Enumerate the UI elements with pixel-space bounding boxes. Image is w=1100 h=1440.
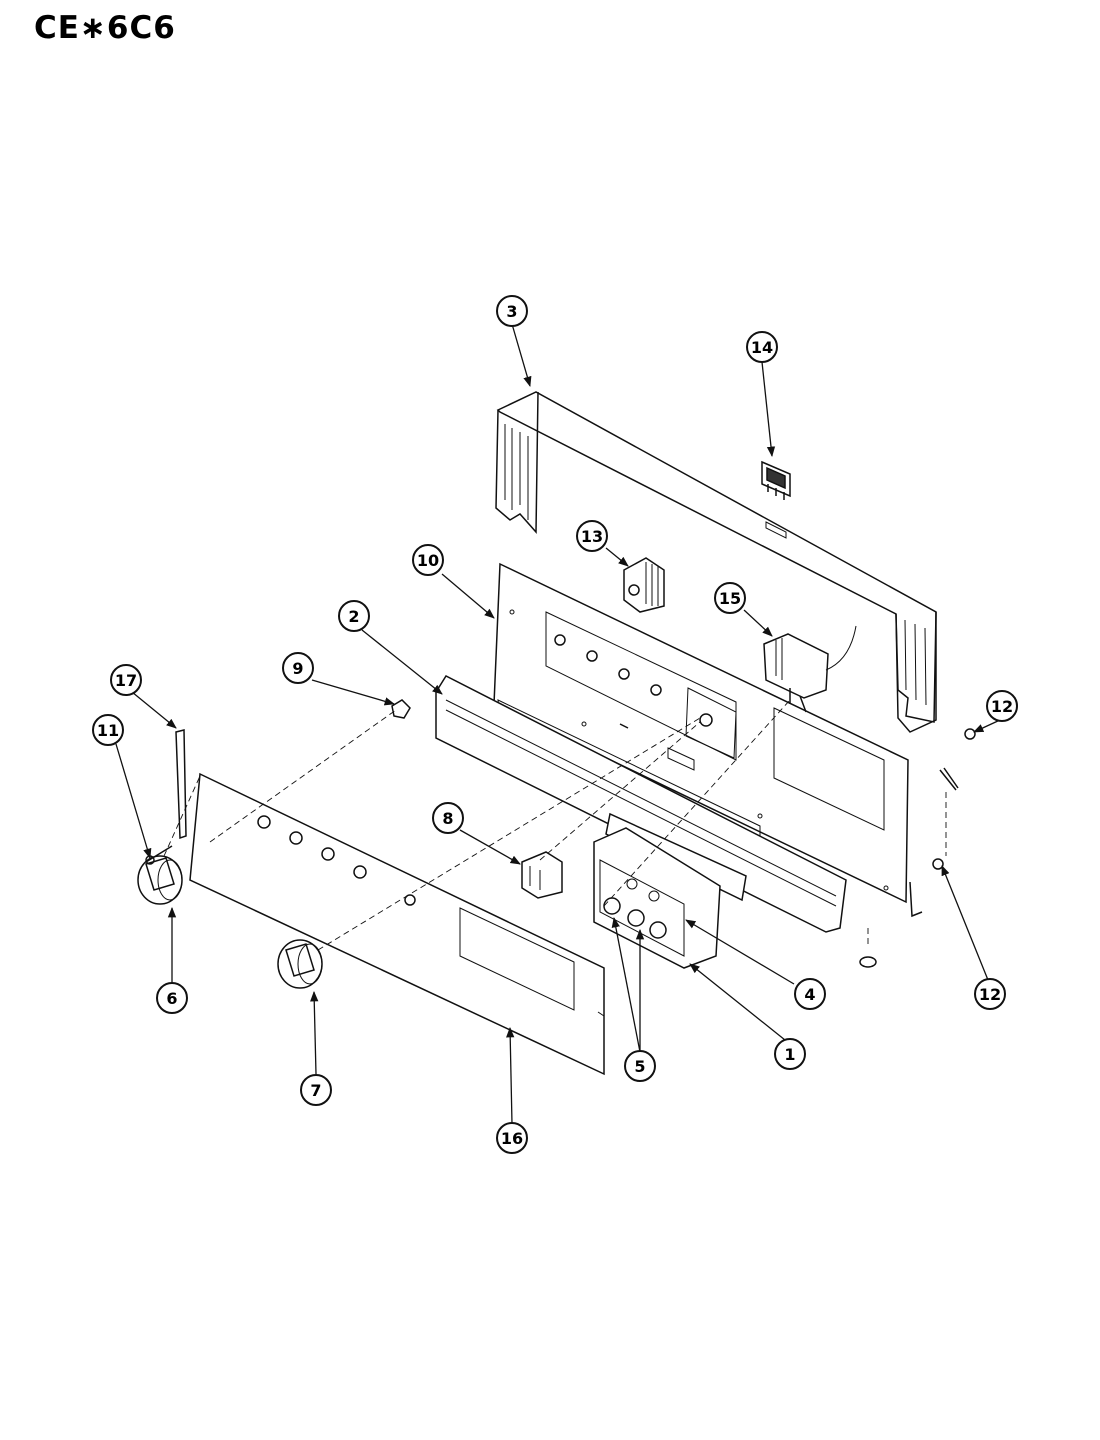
callout-3-label: 3	[506, 302, 517, 321]
callout-3: 3	[496, 295, 528, 327]
callout-5-label: 5	[634, 1057, 645, 1076]
callout-17: 17	[110, 664, 142, 696]
callout-16: 16	[496, 1122, 528, 1154]
callout-11: 11	[92, 714, 124, 746]
callout-15-label: 15	[719, 589, 741, 608]
part-nut-9	[391, 699, 411, 719]
part-screws-12	[859, 728, 976, 968]
part-backguard-housing	[495, 391, 937, 733]
callout-14-label: 14	[751, 338, 773, 357]
part-knob-6	[137, 855, 183, 905]
model-title: CE∗6C6	[34, 10, 176, 46]
callout-17-label: 17	[115, 671, 137, 690]
part-infinite-switch	[763, 625, 857, 713]
callout-10: 10	[412, 544, 444, 576]
part-terminal-block	[521, 851, 563, 899]
part-lower-rail	[435, 675, 847, 933]
callout-7: 7	[300, 1074, 332, 1106]
part-knob-7	[277, 939, 323, 989]
part-front-control-panel	[189, 772, 605, 1076]
callout-2: 2	[338, 600, 370, 632]
callout-9-label: 9	[292, 659, 303, 678]
assembly-lines	[163, 699, 947, 951]
callout-12-upper-label: 12	[991, 697, 1013, 716]
callout-14: 14	[746, 331, 778, 363]
callout-1: 1	[774, 1038, 806, 1070]
callout-2-label: 2	[348, 607, 359, 626]
callout-12-upper: 12	[986, 690, 1018, 722]
callout-11-label: 11	[97, 721, 119, 740]
callout-4-label: 4	[804, 985, 815, 1004]
callout-12-lower: 12	[974, 978, 1006, 1010]
leader-lines	[115, 323, 1001, 1125]
callout-1-label: 1	[784, 1045, 795, 1064]
part-indicator-assembly	[593, 812, 747, 969]
callout-4: 4	[794, 978, 826, 1010]
callout-7-label: 7	[310, 1081, 321, 1100]
callout-12-lower-label: 12	[979, 985, 1001, 1004]
callout-5: 5	[624, 1050, 656, 1082]
callout-10-label: 10	[417, 551, 439, 570]
callout-8: 8	[432, 802, 464, 834]
callout-6: 6	[156, 982, 188, 1014]
part-rocker-switch	[761, 460, 791, 500]
callout-15: 15	[714, 582, 746, 614]
callout-9: 9	[282, 652, 314, 684]
callout-16-label: 16	[501, 1129, 523, 1148]
callout-8-label: 8	[442, 809, 453, 828]
part-timer	[623, 557, 665, 613]
part-trim-strip	[175, 729, 187, 840]
callout-13: 13	[576, 520, 608, 552]
callout-6-label: 6	[166, 989, 177, 1008]
callout-13-label: 13	[581, 527, 603, 546]
